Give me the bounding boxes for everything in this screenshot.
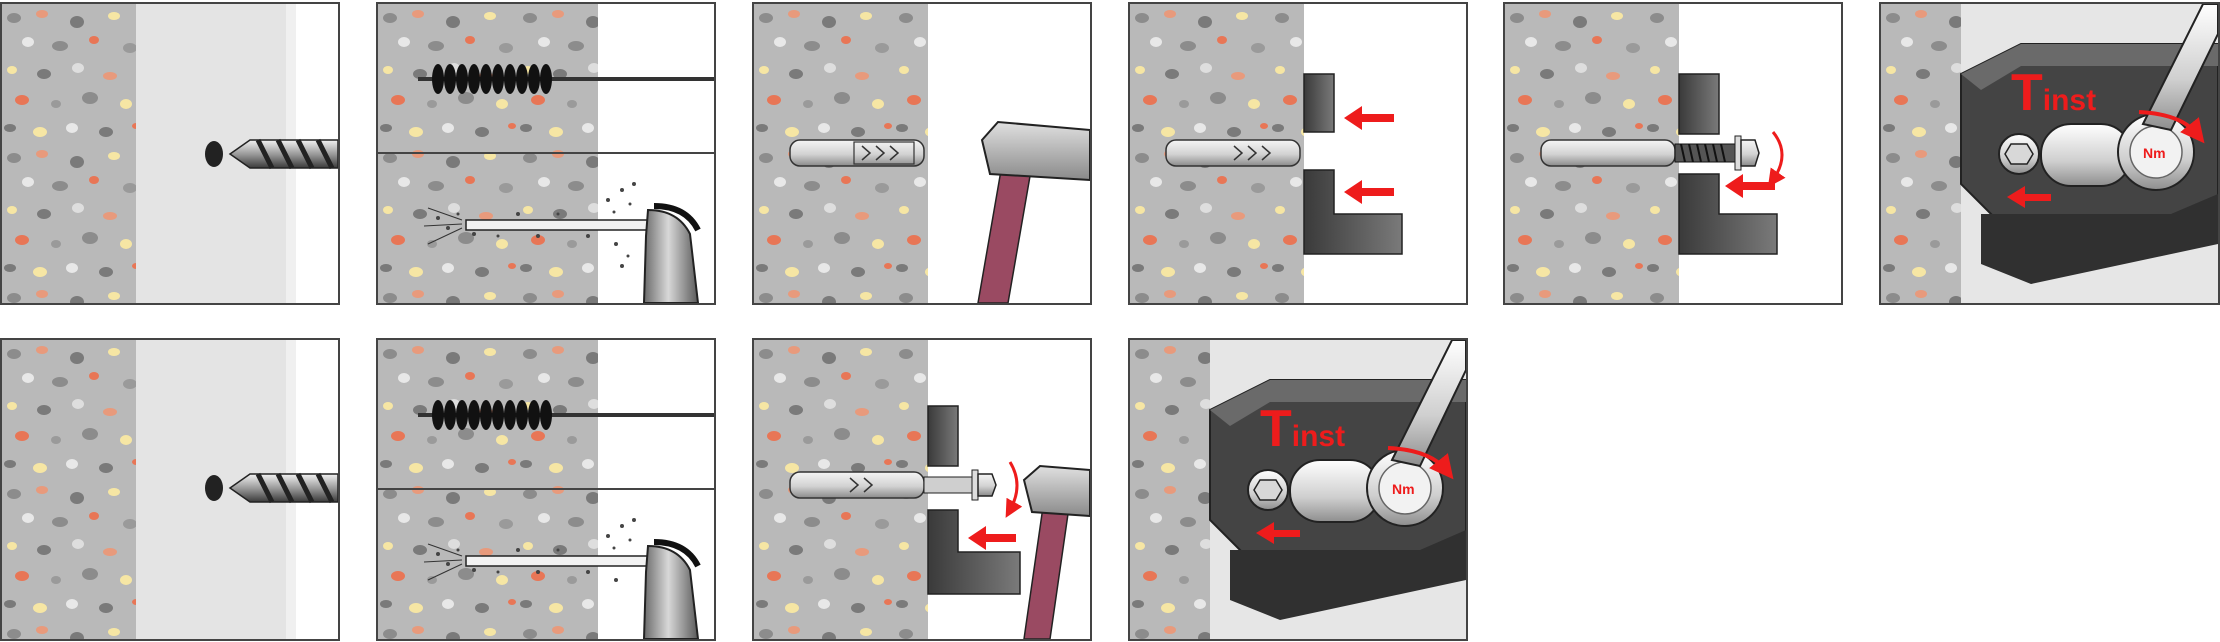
anchor-icon	[789, 469, 997, 501]
rotate-arrow-icon	[2138, 110, 2205, 144]
concrete-wall	[2, 4, 136, 303]
hex-nut-icon	[1247, 469, 1289, 511]
torque-unit: Nm	[1392, 481, 1415, 497]
anchor-icon	[1165, 139, 1301, 167]
push-arrow-icon	[1344, 106, 1394, 204]
torque-symbol: T	[2011, 64, 2043, 122]
screw-icon	[1674, 135, 1760, 171]
push-arrow-icon	[968, 526, 1016, 550]
push-arrow-icon	[2007, 186, 2051, 208]
rotate-arrow-icon	[1767, 131, 1786, 188]
dust-particles	[436, 182, 636, 268]
step-hammer-through-fixture	[752, 338, 1092, 641]
concrete-wall	[1881, 4, 1961, 303]
torque-symbol: T	[1260, 400, 1292, 458]
hex-nut-icon	[1998, 133, 2040, 175]
anchor-icon	[1540, 139, 1676, 167]
step-clean-hole	[376, 2, 716, 305]
torque-subscript: inst	[1292, 420, 1345, 453]
step-apply-torque-2: Tinst Nm	[1128, 338, 1468, 641]
hammer-icon	[977, 120, 1090, 303]
fixture-plate-icon	[1303, 73, 1403, 255]
cleaning-brush-icon	[418, 400, 714, 430]
concrete-wall	[1130, 340, 1210, 639]
torque-label-2: Tinst	[1260, 400, 1345, 458]
anchor-icon	[789, 139, 925, 167]
rotate-arrow-icon	[1005, 461, 1023, 518]
drill-bit-icon	[228, 138, 338, 170]
blow-out-pump-icon	[465, 203, 701, 303]
torque-label: Tinst	[2011, 64, 2096, 122]
concrete-wall	[2, 340, 136, 639]
torque-unit: Nm	[2143, 145, 2166, 161]
fixture-plate-icon	[927, 405, 1021, 595]
torque-wrench-icon	[1289, 340, 1466, 527]
blow-out-pump-icon	[465, 539, 701, 639]
torque-subscript: inst	[2043, 84, 2096, 117]
step-place-fixture	[1128, 2, 1468, 305]
torque-wrench-icon	[2040, 4, 2218, 191]
fixture-plate-icon	[1678, 73, 1778, 255]
step-drill-hole-2	[0, 338, 340, 641]
push-arrow-icon	[1256, 522, 1300, 544]
dust-particles	[436, 518, 636, 582]
step-clean-hole-2	[376, 338, 716, 641]
step-hammer-anchor	[752, 2, 1092, 305]
hammer-icon	[1022, 464, 1090, 639]
step-insert-bolt	[1503, 2, 1843, 305]
drill-bit-icon	[228, 472, 338, 504]
step-drill-hole	[0, 2, 340, 305]
cleaning-brush-icon	[418, 64, 714, 94]
drill-hole	[205, 475, 223, 501]
step-apply-torque: Tinst Nm	[1879, 2, 2220, 305]
push-arrow-icon	[1725, 174, 1775, 198]
drill-hole	[205, 141, 223, 167]
rotate-arrow-icon	[1387, 446, 1454, 480]
